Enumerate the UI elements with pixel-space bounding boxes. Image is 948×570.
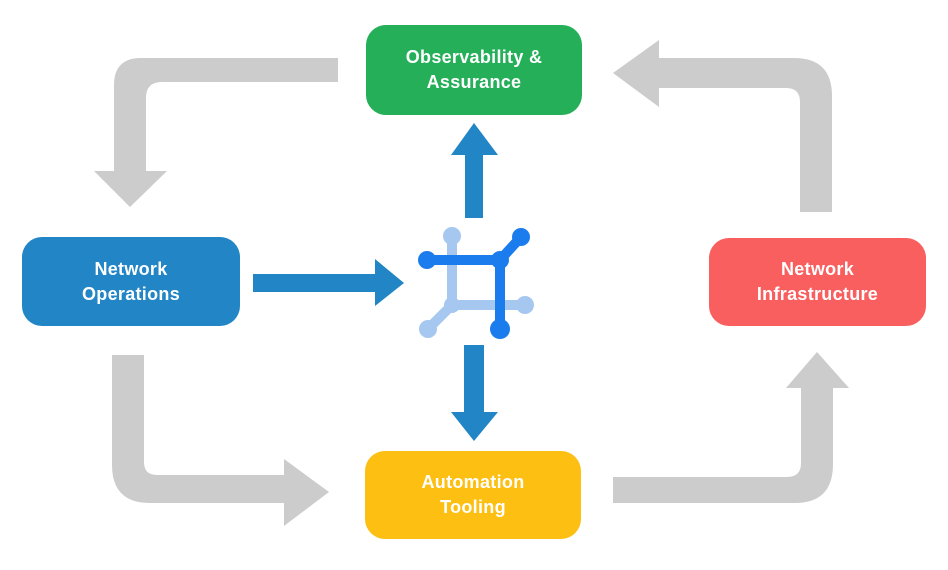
node-network-infrastructure: Network Infrastructure (709, 238, 926, 326)
cycle-arrow-infrastructure-to-observability (613, 40, 832, 212)
node-automation-tooling: Automation Tooling (365, 451, 581, 539)
node-observability-assurance: Observability & Assurance (366, 25, 582, 115)
node-label-line: Operations (81, 283, 181, 304)
arrow-center-to-observability (451, 123, 498, 218)
cycle-arrow-observability-to-operations (94, 58, 338, 207)
node-label-line: Automation (421, 472, 525, 492)
arrow-operations-to-center (253, 259, 404, 306)
node-label-line: Infrastructure (756, 284, 879, 304)
node-label-line: Network (780, 259, 855, 279)
node-network-operations: Network Operations (22, 237, 240, 326)
cycle-arrow-operations-to-automation (112, 355, 329, 526)
node-label-line: Observability & (405, 47, 543, 67)
node-label-line: Tooling (440, 497, 506, 517)
node-label-line: Assurance (426, 72, 522, 92)
node-label-line: Network (94, 258, 168, 279)
arrow-center-to-automation (451, 345, 498, 441)
network-mesh-icon (418, 227, 534, 339)
cycle-arrow-automation-to-infrastructure (613, 352, 849, 503)
